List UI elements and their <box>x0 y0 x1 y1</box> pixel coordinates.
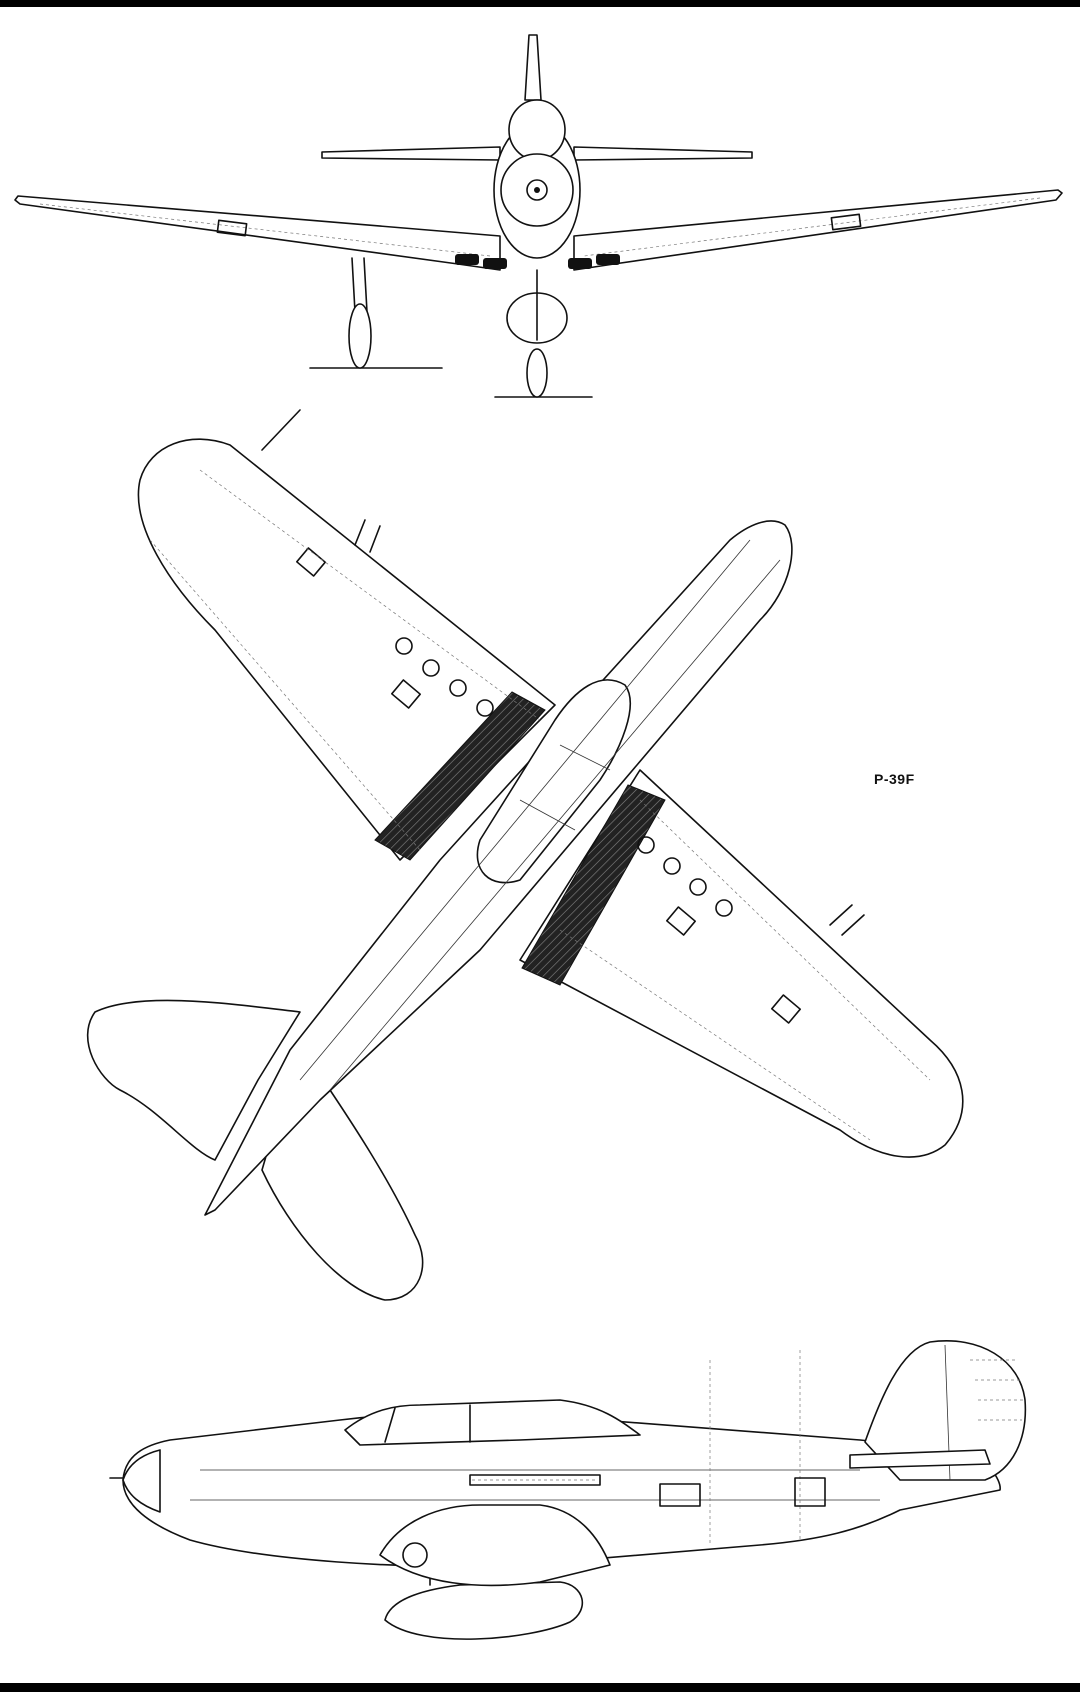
top-frame-bar <box>0 0 1080 7</box>
top-view <box>86 409 964 1301</box>
bottom-frame-bar <box>0 1683 1080 1692</box>
side-view <box>109 1340 1027 1640</box>
front-view <box>14 34 1063 398</box>
aircraft-model-label: P-39F <box>874 771 915 787</box>
